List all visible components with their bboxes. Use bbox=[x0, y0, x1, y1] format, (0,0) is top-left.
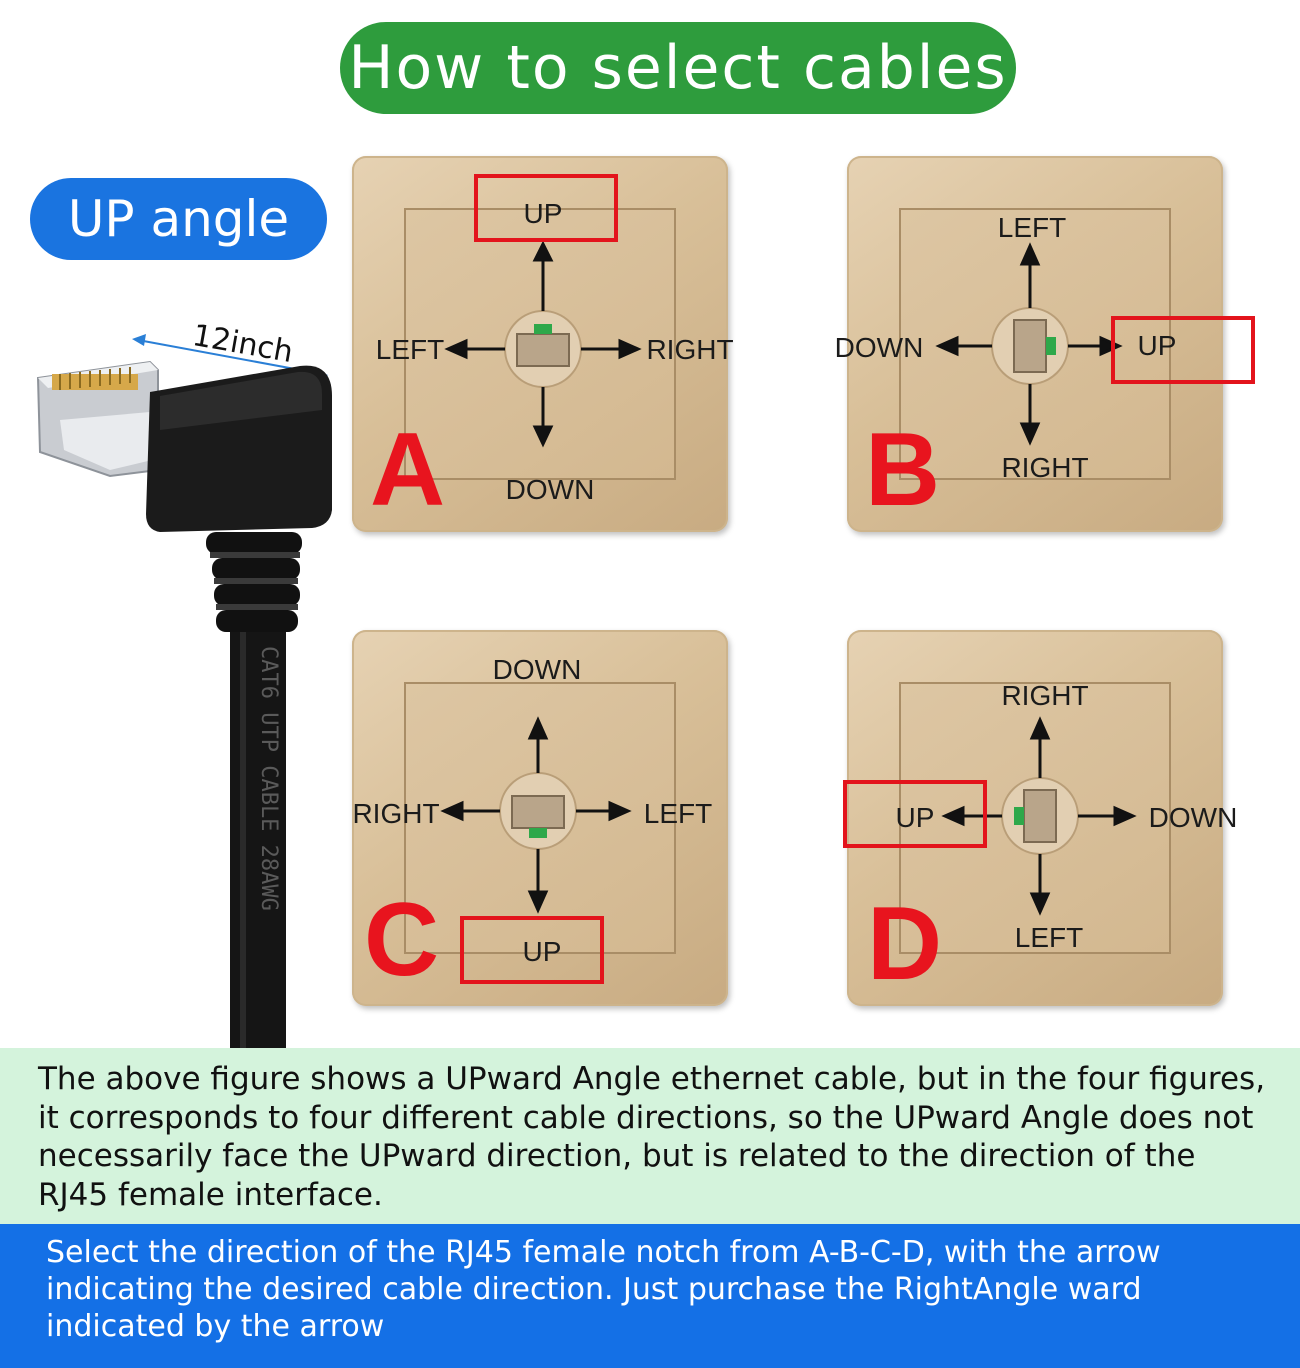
up-angle-badge: UP angle bbox=[30, 178, 327, 260]
highlight-box bbox=[474, 174, 618, 242]
label-down: DOWN bbox=[1148, 802, 1238, 833]
label-up: UP bbox=[1137, 330, 1177, 361]
label-up: UP bbox=[895, 802, 935, 833]
explanation-text: The above figure shows a UPward Angle et… bbox=[38, 1061, 1266, 1213]
direction-arrows bbox=[440, 716, 632, 914]
socket-panel-c[interactable]: DOWN RIGHT LEFT UP C bbox=[352, 630, 728, 1006]
label-down: DOWN bbox=[505, 474, 595, 505]
instruction-note: Select the direction of the RJ45 female … bbox=[0, 1224, 1300, 1368]
label-up: UP bbox=[523, 198, 563, 229]
instruction-text: Select the direction of the RJ45 female … bbox=[46, 1235, 1161, 1344]
label-up: UP bbox=[522, 936, 562, 967]
option-letter: B bbox=[865, 412, 941, 528]
cable-jacket-print: CAT6 UTP CABLE 28AWG bbox=[256, 646, 281, 911]
label-left: LEFT bbox=[375, 334, 445, 365]
label-down: DOWN bbox=[834, 332, 924, 363]
socket-panel-d[interactable]: RIGHT UP DOWN LEFT D bbox=[843, 630, 1237, 1006]
direction-arrows bbox=[941, 716, 1137, 916]
page-title: How to select cables bbox=[340, 22, 1016, 114]
direction-arrows bbox=[444, 240, 642, 448]
option-letter: D bbox=[867, 886, 943, 1002]
label-right: RIGHT bbox=[352, 798, 440, 829]
socket-panel-b[interactable]: LEFT DOWN UP RIGHT B bbox=[835, 156, 1255, 532]
direction-arrows bbox=[935, 242, 1123, 446]
label-left: LEFT bbox=[997, 212, 1067, 243]
page-title-text: How to select cables bbox=[348, 33, 1008, 103]
label-down: DOWN bbox=[492, 654, 582, 685]
socket-panel-a[interactable]: UP LEFT RIGHT DOWN A bbox=[352, 156, 734, 532]
highlight-box bbox=[460, 916, 604, 984]
label-left: LEFT bbox=[1014, 922, 1084, 953]
highlight-box bbox=[843, 780, 987, 848]
label-right: RIGHT bbox=[646, 334, 734, 365]
rj45-cable-image: CAT6 UTP CABLE 28AWG bbox=[36, 334, 332, 1052]
up-angle-badge-label: UP angle bbox=[67, 190, 290, 248]
label-left: LEFT bbox=[643, 798, 713, 829]
option-letter: A bbox=[370, 412, 446, 528]
label-right: RIGHT bbox=[1001, 680, 1089, 711]
label-right: RIGHT bbox=[1001, 452, 1089, 483]
highlight-box bbox=[1111, 316, 1255, 384]
option-letter: C bbox=[364, 882, 440, 998]
explanation-note: The above figure shows a UPward Angle et… bbox=[0, 1048, 1300, 1224]
cable-illustration: CAT6 UTP CABLE 28AWG 12inch bbox=[0, 300, 340, 1052]
